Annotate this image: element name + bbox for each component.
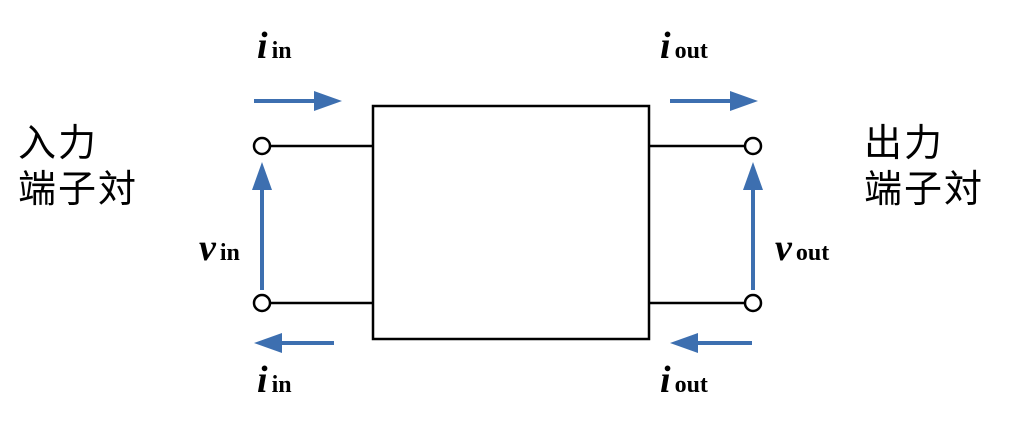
i-in-bottom-arrow — [254, 333, 334, 353]
input-terminal-top — [252, 136, 272, 156]
i-in-top-symbol: i — [257, 25, 268, 67]
v-in-symbol: v — [199, 227, 216, 269]
v-out-symbol: v — [775, 227, 792, 269]
input-port-label: 入力 端子対 — [18, 120, 138, 212]
i-out-bottom-symbol: i — [660, 359, 671, 401]
input-port-label-line2: 端子対 — [18, 167, 139, 211]
network-box — [371, 104, 651, 341]
i-out-bottom-arrow — [670, 333, 752, 353]
input-port-label-line1: 入力 — [18, 121, 99, 165]
output-terminal-top — [743, 136, 763, 156]
i-in-bottom-symbol: i — [257, 359, 268, 401]
i-in-bottom-subscript: in — [271, 372, 292, 398]
output-terminal-bottom — [743, 293, 763, 313]
i-out-top-arrow — [670, 91, 758, 111]
i-out-top-subscript: out — [674, 38, 708, 64]
output-port-label: 出力 端子対 — [864, 120, 984, 212]
v-out-subscript: out — [795, 240, 830, 266]
v-out-arrow — [743, 162, 763, 290]
v-in-arrow — [252, 162, 272, 290]
input-terminal-bottom — [252, 293, 272, 313]
i-out-top-symbol: i — [660, 25, 671, 67]
output-port-label-line1: 出力 — [864, 121, 945, 165]
i-in-top-arrow — [254, 91, 342, 111]
i-in-top-subscript: in — [271, 38, 292, 64]
output-port-label-line2: 端子対 — [864, 167, 985, 211]
v-in-subscript: in — [219, 240, 240, 266]
i-out-bottom-subscript: out — [674, 372, 708, 398]
